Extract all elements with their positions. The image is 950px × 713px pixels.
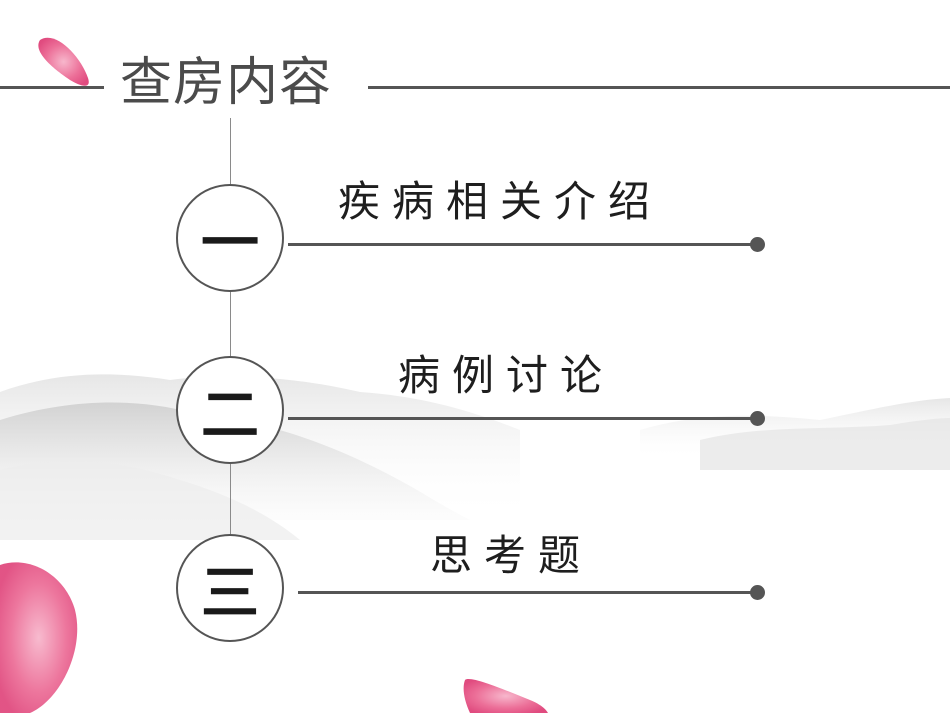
item-number-circle: 一 xyxy=(176,184,284,292)
item-endpoint-dot xyxy=(750,411,765,426)
page-title: 查房内容 xyxy=(112,48,341,118)
item-number-circle: 三 xyxy=(176,534,284,642)
item-number-circle: 二 xyxy=(176,356,284,464)
petal-decorations xyxy=(0,37,548,713)
item-label-questions[interactable]: 思考题 xyxy=(430,531,593,580)
timeline-connector xyxy=(230,290,231,358)
item-endpoint-dot xyxy=(750,585,765,600)
item-underline xyxy=(288,417,754,420)
item-underline xyxy=(288,243,754,246)
item-label-case-discussion[interactable]: 病例讨论 xyxy=(398,351,615,400)
item-label-disease-intro[interactable]: 疾病相关介绍 xyxy=(338,177,663,226)
item-endpoint-dot xyxy=(750,237,765,252)
timeline-connector xyxy=(230,464,231,534)
timeline-connector xyxy=(230,118,231,184)
title-divider-right xyxy=(368,86,950,89)
title-divider-left xyxy=(0,86,104,89)
item-underline xyxy=(298,591,754,594)
